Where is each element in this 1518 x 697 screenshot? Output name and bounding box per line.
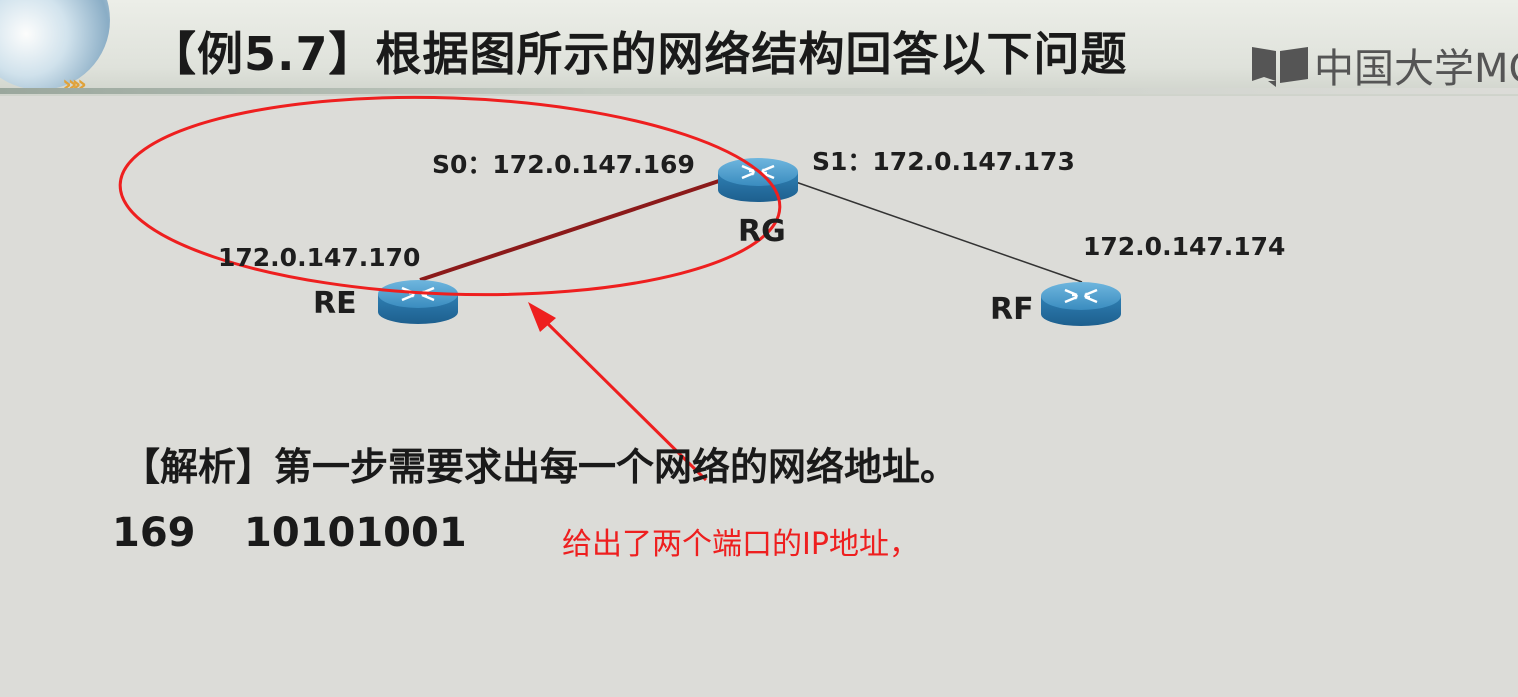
slide-header: »» 【例5.7】根据图所示的网络结构回答以下问题 中国大学MO [0,0,1518,98]
mooc-logo: 中国大学MO [1250,36,1518,94]
link-re-rg [419,176,729,282]
analysis-text: 【解析】第一步需要求出每一个网络的网络地址。 [122,445,959,489]
router-rg-icon [718,158,798,202]
slide-title: 【例5.7】根据图所示的网络结构回答以下问题 [150,27,1128,81]
arrow-head-icon [528,302,556,332]
annotation-arrow [538,314,708,482]
mooc-book-icon [1252,47,1308,87]
highlight-ellipse [118,95,782,297]
mooc-logo-text: 中国大学MO [1314,46,1518,92]
router-rg-label: RG [738,214,786,249]
rg-s1-label: S1：172.0.147.173 [812,147,1075,176]
binary-value: 10101001 [244,510,467,556]
router-rf-label: RF [990,292,1034,327]
router-rf-icon [1041,282,1121,326]
annotation-text: 给出了两个端口的IP地址， [562,527,919,562]
router-re-icon [378,280,458,324]
re-ip-label: 172.0.147.170 [218,243,421,272]
rf-ip-label: 172.0.147.174 [1083,232,1286,261]
link-rg-rf [789,179,1083,283]
decimal-value: 169 [112,510,196,556]
header-divider [0,88,1518,94]
rg-s0-label: S0：172.0.147.169 [432,150,695,179]
router-re-label: RE [313,286,357,321]
